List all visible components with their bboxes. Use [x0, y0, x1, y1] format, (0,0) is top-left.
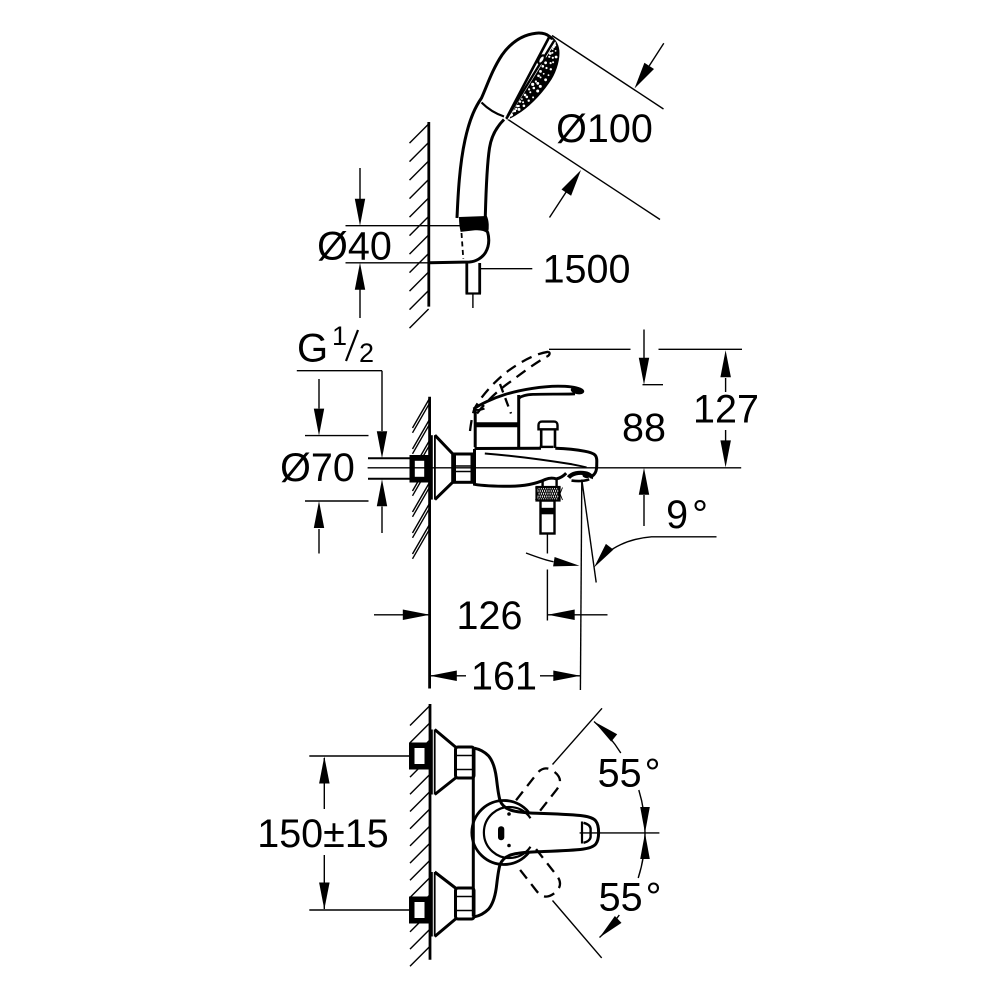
svg-text:88: 88	[622, 406, 666, 450]
svg-text:1500: 1500	[543, 248, 631, 292]
svg-text:161: 161	[471, 655, 537, 699]
svg-text:Ø70: Ø70	[280, 446, 355, 490]
svg-text:127: 127	[693, 388, 759, 432]
svg-text:G: G	[297, 327, 328, 371]
svg-text:55°: 55°	[598, 752, 661, 796]
svg-text:Ø40: Ø40	[317, 225, 392, 269]
svg-text:2: 2	[359, 338, 374, 368]
svg-text:1: 1	[332, 321, 347, 351]
svg-text:126: 126	[457, 594, 523, 638]
svg-text:150±15: 150±15	[257, 812, 389, 856]
svg-text:9°: 9°	[666, 493, 708, 537]
svg-text:Ø100: Ø100	[556, 107, 653, 151]
svg-text:55°: 55°	[599, 876, 662, 920]
